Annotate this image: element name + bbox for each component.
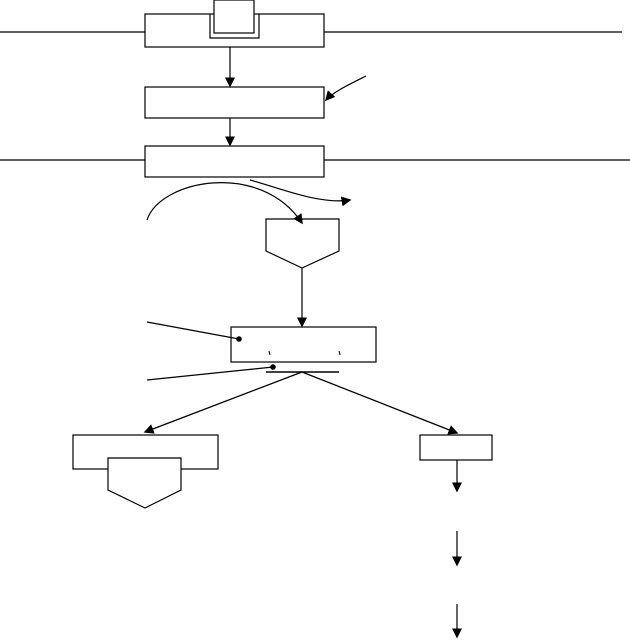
edge-center-to-left xyxy=(143,371,303,434)
center-box xyxy=(230,326,377,373)
small-mark-right xyxy=(338,350,341,356)
left-box xyxy=(72,434,219,509)
pointer-lines xyxy=(146,321,276,381)
third-box xyxy=(144,145,325,178)
second-box xyxy=(144,86,325,119)
second-box-frame xyxy=(144,86,325,119)
center-box-frame xyxy=(230,326,377,363)
top-box xyxy=(144,0,325,48)
pointer-dot-upper xyxy=(236,336,242,342)
edge-curve-to-pentagon xyxy=(146,182,303,225)
pointer-line-lower xyxy=(146,366,274,381)
top-box-insert xyxy=(213,0,255,34)
small-marks xyxy=(268,350,341,356)
right-box-frame xyxy=(419,434,493,461)
edge-external-into-second xyxy=(325,75,367,102)
top-box-notch xyxy=(209,14,260,39)
pentagon-shape xyxy=(265,218,340,269)
pointer-line-upper xyxy=(146,321,240,340)
left-box-pentagon xyxy=(107,457,182,509)
membrane-lines xyxy=(0,31,630,161)
pointer-dot-lower xyxy=(270,364,276,370)
edge-center-to-right xyxy=(301,371,459,435)
pentagon-node xyxy=(265,218,340,269)
edge-curve-outward xyxy=(249,179,352,207)
third-box-frame xyxy=(144,145,325,178)
edges xyxy=(143,47,462,639)
right-box xyxy=(419,434,493,461)
small-mark-left xyxy=(268,350,271,356)
